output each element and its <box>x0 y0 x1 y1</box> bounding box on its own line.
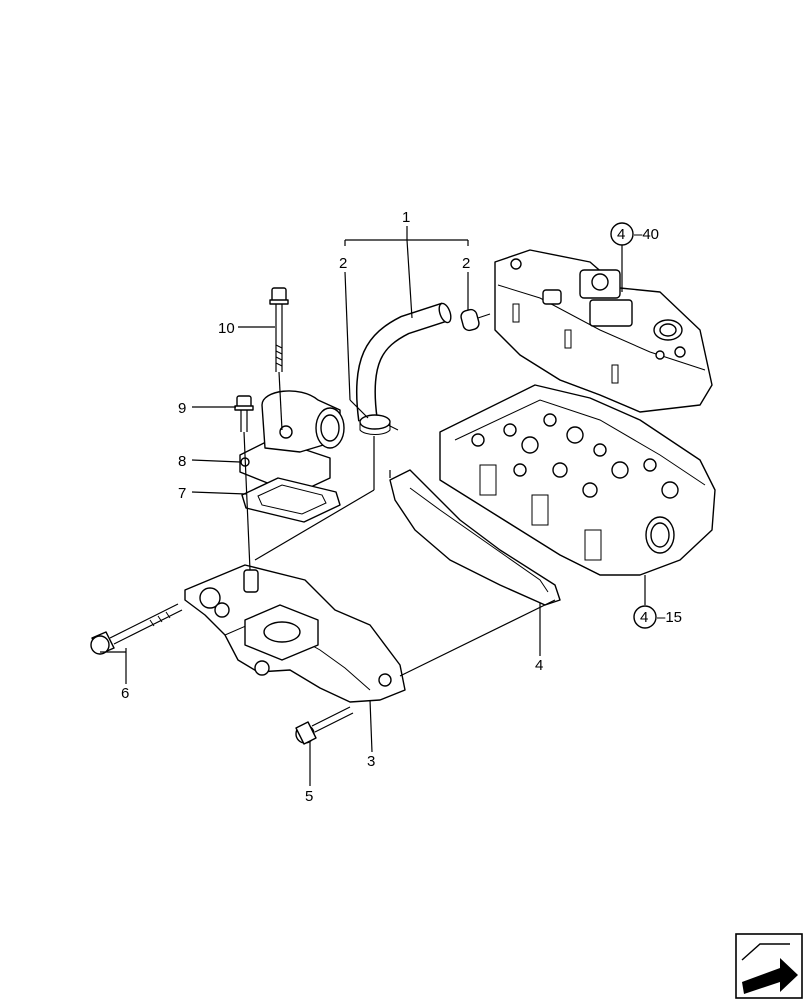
callout-6: 6 <box>121 685 129 702</box>
manifold-gasket <box>389 469 561 606</box>
rocker-cover <box>494 249 713 413</box>
cylinder-head <box>439 384 716 576</box>
water-hose <box>355 302 452 422</box>
callout-labels: 1 2 2 3 4 5 6 7 8 9 10 <box>121 209 543 805</box>
callout-4: 4 <box>535 657 543 674</box>
callout-9: 9 <box>178 400 186 417</box>
reference-circle-number: 4 <box>640 609 648 626</box>
callout-10: 10 <box>218 320 235 337</box>
callout-2-left: 2 <box>339 255 347 272</box>
reference-suffix: –40 <box>634 226 659 243</box>
reference-4-40: 4 –40 <box>610 222 659 246</box>
callout-1: 1 <box>402 209 410 226</box>
next-page-arrow-icon[interactable] <box>735 933 803 999</box>
thermostat-cover <box>239 390 345 493</box>
callout-8: 8 <box>178 453 186 470</box>
hose-clamp-lower <box>359 414 399 435</box>
callout-7: 7 <box>178 485 186 502</box>
thermostat-gasket <box>241 477 341 523</box>
callout-3: 3 <box>367 753 375 770</box>
bolt-10 <box>269 287 289 372</box>
bolt-6 <box>90 603 183 655</box>
bolt-5 <box>295 706 354 745</box>
callout-2-right: 2 <box>462 255 470 272</box>
reference-4-15: 4 –15 <box>633 605 682 629</box>
reference-suffix: –15 <box>657 609 682 626</box>
leader-lines <box>100 226 646 786</box>
hose-clamp-upper <box>460 308 491 332</box>
bolt-9 <box>234 395 254 432</box>
callout-5: 5 <box>305 788 313 805</box>
water-manifold <box>184 564 406 703</box>
reference-circle-number: 4 <box>617 226 625 243</box>
